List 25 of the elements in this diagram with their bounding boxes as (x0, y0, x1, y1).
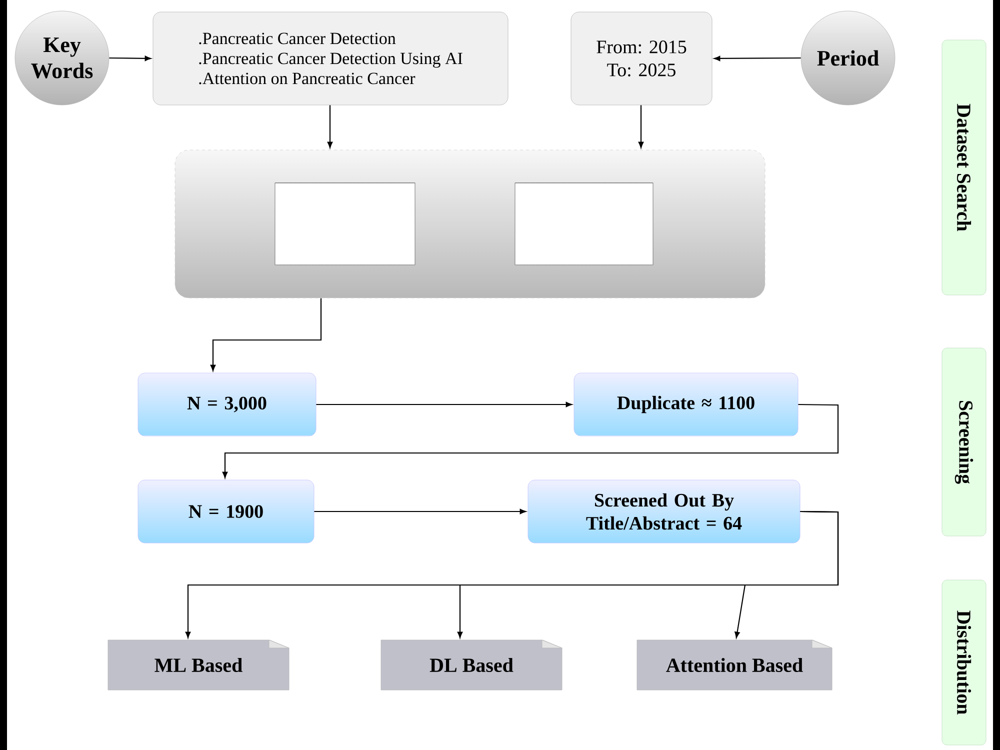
category-box: DL Based (380, 640, 562, 690)
arrow (638, 105, 644, 148)
category-box: ML Based (108, 640, 290, 690)
database-cylinder (274, 182, 416, 266)
circle-node: Period (800, 10, 896, 106)
arrow (109, 56, 152, 61)
process-box: Duplicate ≈ 1100 (574, 372, 798, 436)
arrow (327, 105, 333, 148)
arrow (734, 510, 839, 638)
arrow (714, 56, 801, 62)
stage-band: Screening (942, 348, 986, 536)
process-box: Screened Out By Title/Abstract = 64 (528, 480, 800, 544)
arrow (316, 402, 572, 408)
database-cylinder (514, 182, 654, 266)
keyword-box: .Pancreatic Cancer Detection .Pancreatic Cancer Detection Using AI .Attention on Pancreatic Cancer (152, 12, 508, 106)
process-box: N = 1900 (138, 480, 314, 544)
circle-node: Key Words (14, 10, 110, 106)
arrow (314, 508, 526, 514)
arrow (210, 298, 322, 372)
category-box: Attention Based (636, 640, 833, 690)
stage-band: Distribution (942, 580, 986, 746)
period-box: From: 2015 To: 2025 (570, 12, 712, 106)
process-box: N = 3,000 (138, 372, 316, 436)
stage-band: Dataset Search (942, 40, 986, 296)
arrow (222, 404, 839, 478)
